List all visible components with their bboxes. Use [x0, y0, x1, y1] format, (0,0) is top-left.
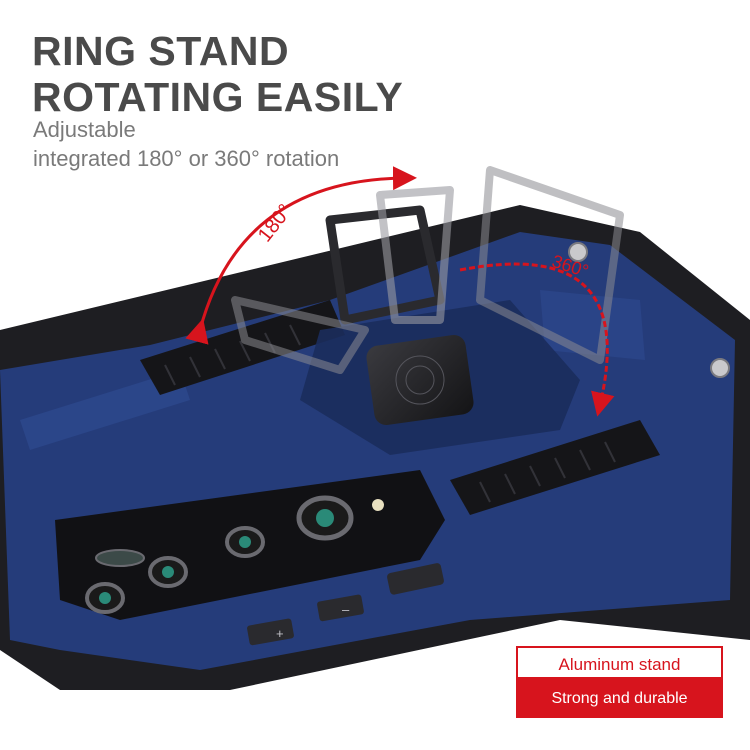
badge-aluminum-stand: Aluminum stand — [516, 646, 723, 679]
headline-line-1: RING STAND — [32, 28, 290, 74]
grip-panel-lower — [450, 420, 660, 515]
headline-line-2: ROTATING EASILY — [32, 74, 404, 120]
screw-icon — [710, 358, 730, 378]
feature-badge: Aluminum stand Strong and durable — [516, 646, 723, 720]
subtitle-line-1: Adjustable — [33, 117, 136, 142]
ring-stand-rotated — [476, 166, 624, 364]
ring-center-plate — [366, 334, 474, 426]
rotation-arrow-360 — [459, 262, 615, 417]
rotation-label-180: 180° — [254, 200, 297, 246]
flash-icon — [372, 499, 384, 511]
volume-up-label: + — [276, 626, 284, 641]
headline: RING STAND ROTATING EASILY — [32, 28, 403, 120]
badge-strong-durable: Strong and durable — [516, 679, 723, 718]
camera-lens-icon — [95, 549, 145, 567]
rotation-arrow-180 — [185, 166, 417, 345]
volume-down-label: – — [342, 602, 350, 617]
volume-up-button — [247, 618, 294, 646]
power-button — [387, 563, 444, 595]
screw-icon — [568, 242, 588, 262]
volume-down-button — [317, 594, 364, 622]
